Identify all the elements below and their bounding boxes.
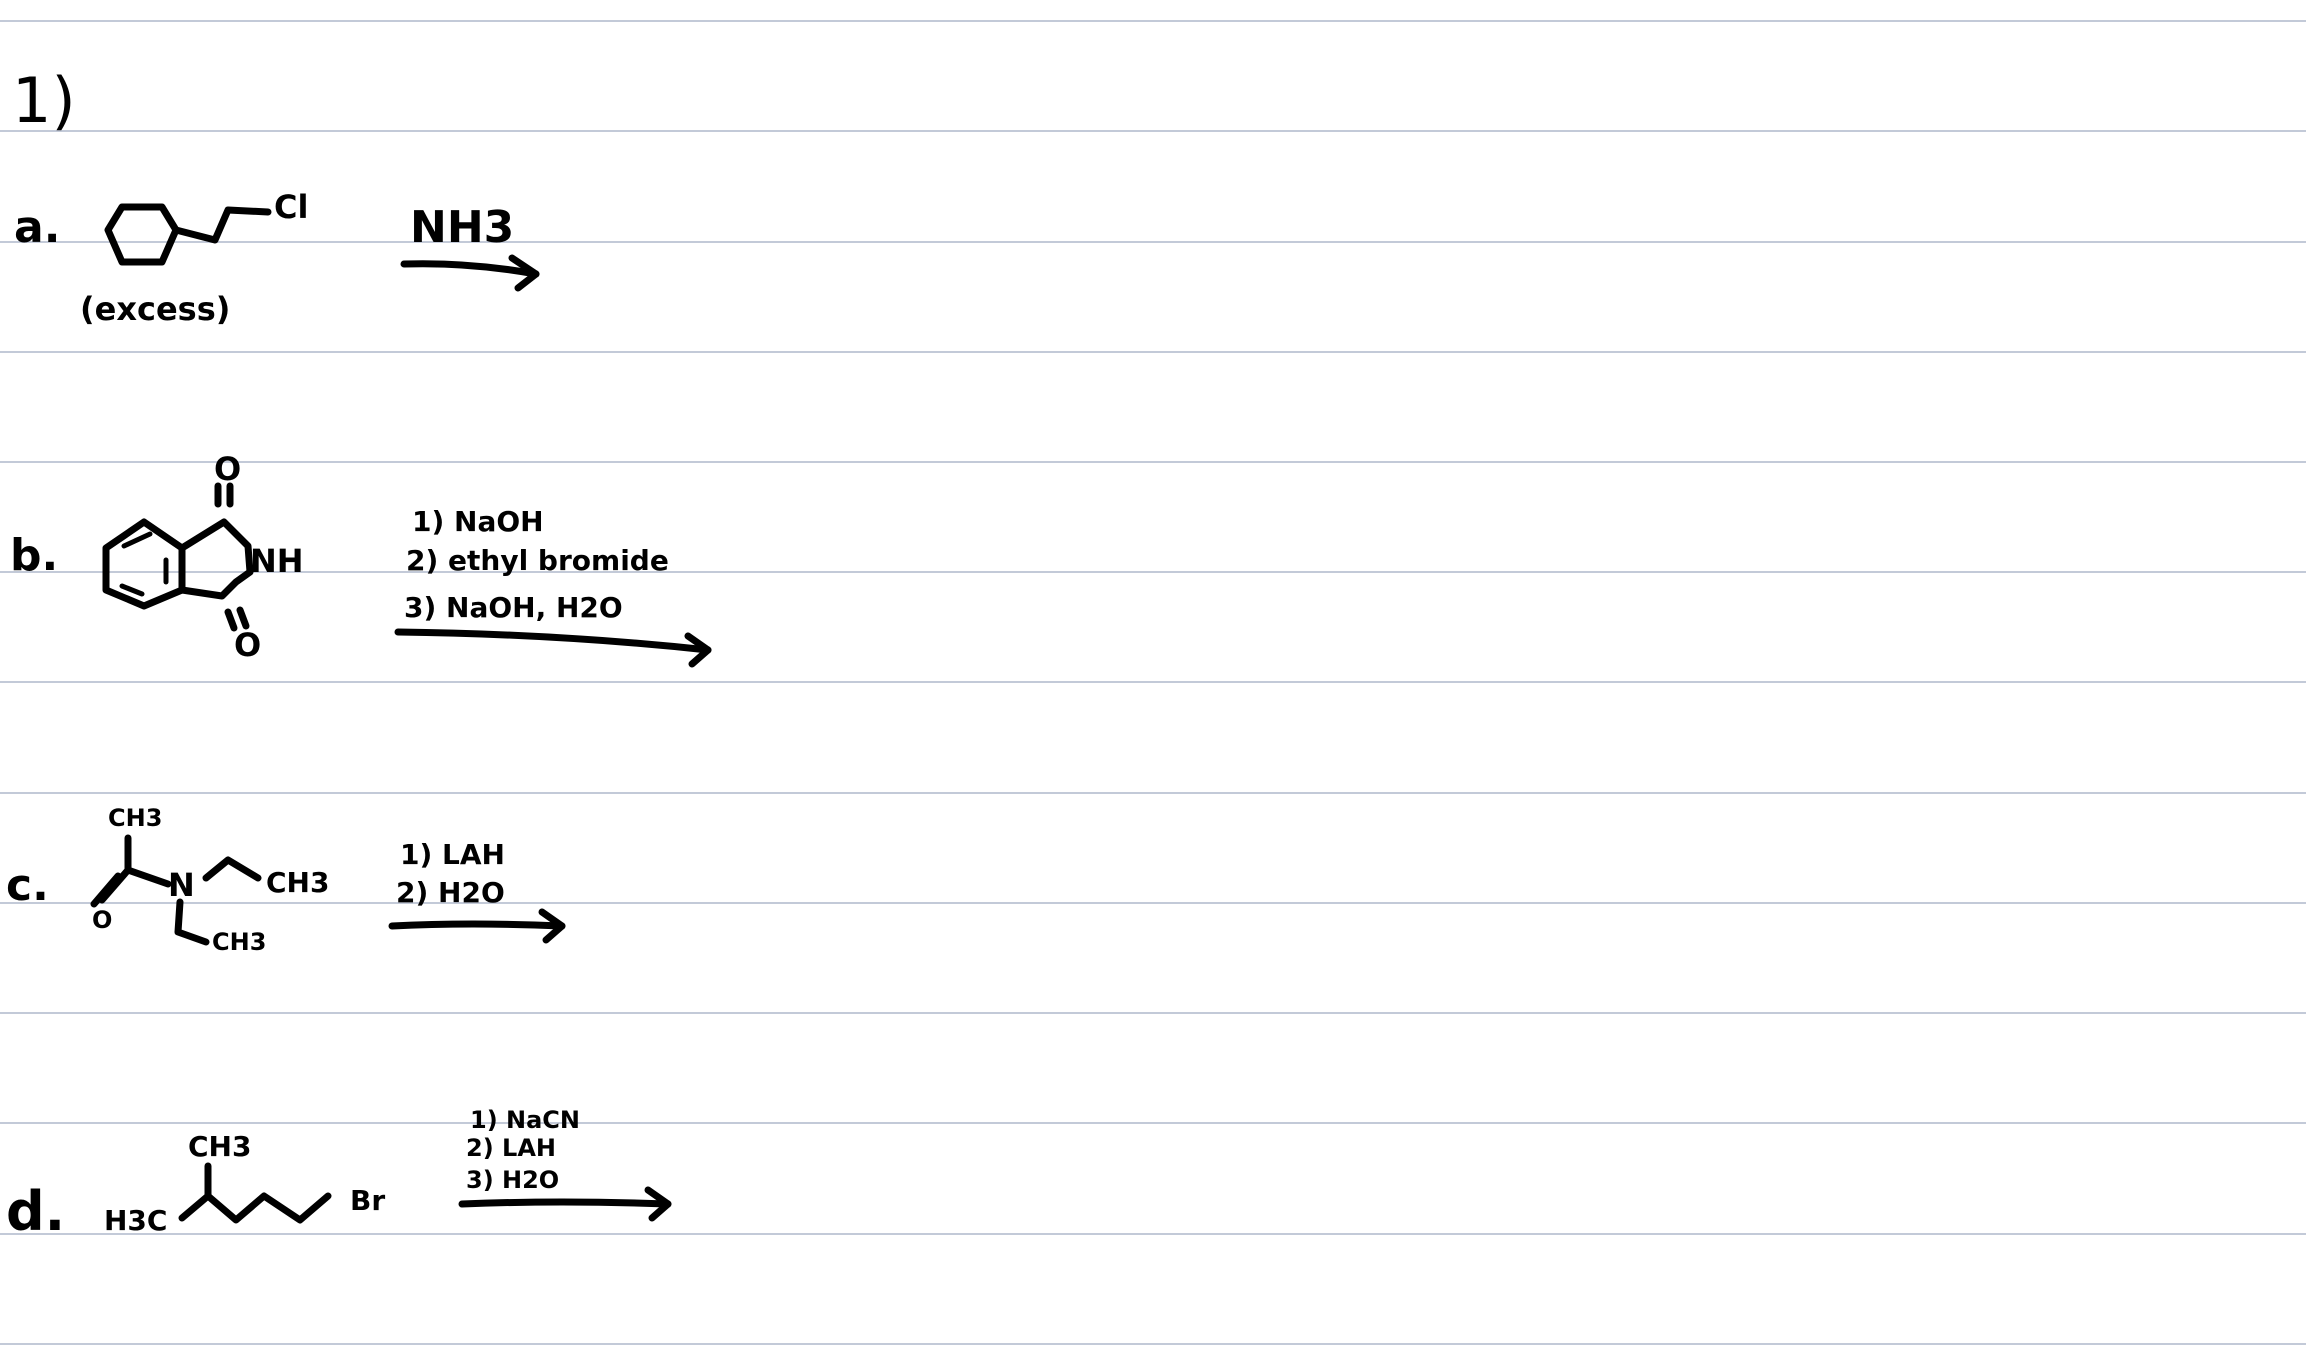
part-b-label: b. — [10, 530, 58, 581]
chlorine-label: Cl — [274, 188, 308, 226]
part-b-reagent-1: 1) NaOH — [412, 505, 544, 538]
part-b-reagent-2: 2) ethyl bromide — [406, 544, 669, 577]
propyl-chain — [172, 206, 272, 244]
part-a-arrow — [400, 254, 540, 292]
part-b-arrow — [394, 628, 712, 668]
part-a-substrate: Cl — [104, 188, 308, 266]
bromine-label: Br — [350, 1184, 385, 1217]
nitrogen-label: N — [168, 866, 195, 904]
part-d-label: d. — [6, 1180, 65, 1243]
part-d-arrow — [458, 1186, 672, 1222]
part-a: a. Cl (excess) NH3 — [14, 188, 540, 328]
carbonyl-oxygen-top: O — [214, 450, 241, 488]
part-a-label: a. — [14, 202, 60, 253]
carbon-chain — [178, 1192, 332, 1224]
ethyl-methyl-label-upper: CH3 — [266, 866, 329, 899]
carbonyl-oxygen-label: O — [92, 906, 112, 934]
part-c-reagent-2: 2) H2O — [396, 876, 505, 909]
part-c-substrate: CH3 O N CH3 CH3 — [90, 804, 329, 956]
ethyl-methyl-label-lower: CH3 — [212, 928, 266, 956]
part-d: d. CH3 H3C Br 1) NaCN 2) LAH 3) H2O — [6, 1106, 672, 1243]
imide-nh-label: NH — [250, 542, 304, 580]
part-b-substrate: O NH O — [102, 450, 304, 664]
part-d-reagent-1: 1) NaCN — [470, 1106, 580, 1134]
part-a-reagent-1: NH3 — [410, 202, 514, 253]
terminal-methyl-label: H3C — [104, 1204, 167, 1237]
cyclohexane-ring — [104, 203, 180, 266]
ruled-lines — [0, 20, 2306, 1345]
part-c-arrow — [388, 908, 566, 944]
acetyl-methyl-label: CH3 — [108, 804, 162, 832]
excess-note: (excess) — [80, 290, 230, 328]
part-b: b. O NH O 1) NaOH 2) ethyl bromide 3) Na… — [10, 450, 712, 668]
branch-methyl-label: CH3 — [188, 1130, 251, 1163]
part-c: c. CH3 O N CH3 CH3 1) LAH 2) H2O — [6, 804, 566, 956]
problem-number: 1) — [12, 64, 76, 137]
part-d-reagent-2: 2) LAH — [466, 1134, 556, 1162]
imide-ring — [178, 518, 254, 600]
part-b-reagent-3: 3) NaOH, H2O — [404, 591, 623, 624]
part-c-reagent-1: 1) LAH — [400, 838, 505, 871]
part-d-reagent-3: 3) H2O — [466, 1166, 559, 1194]
part-c-label: c. — [6, 860, 49, 911]
carbonyl-oxygen-bottom: O — [234, 626, 261, 664]
part-d-substrate: CH3 H3C Br — [104, 1130, 385, 1237]
